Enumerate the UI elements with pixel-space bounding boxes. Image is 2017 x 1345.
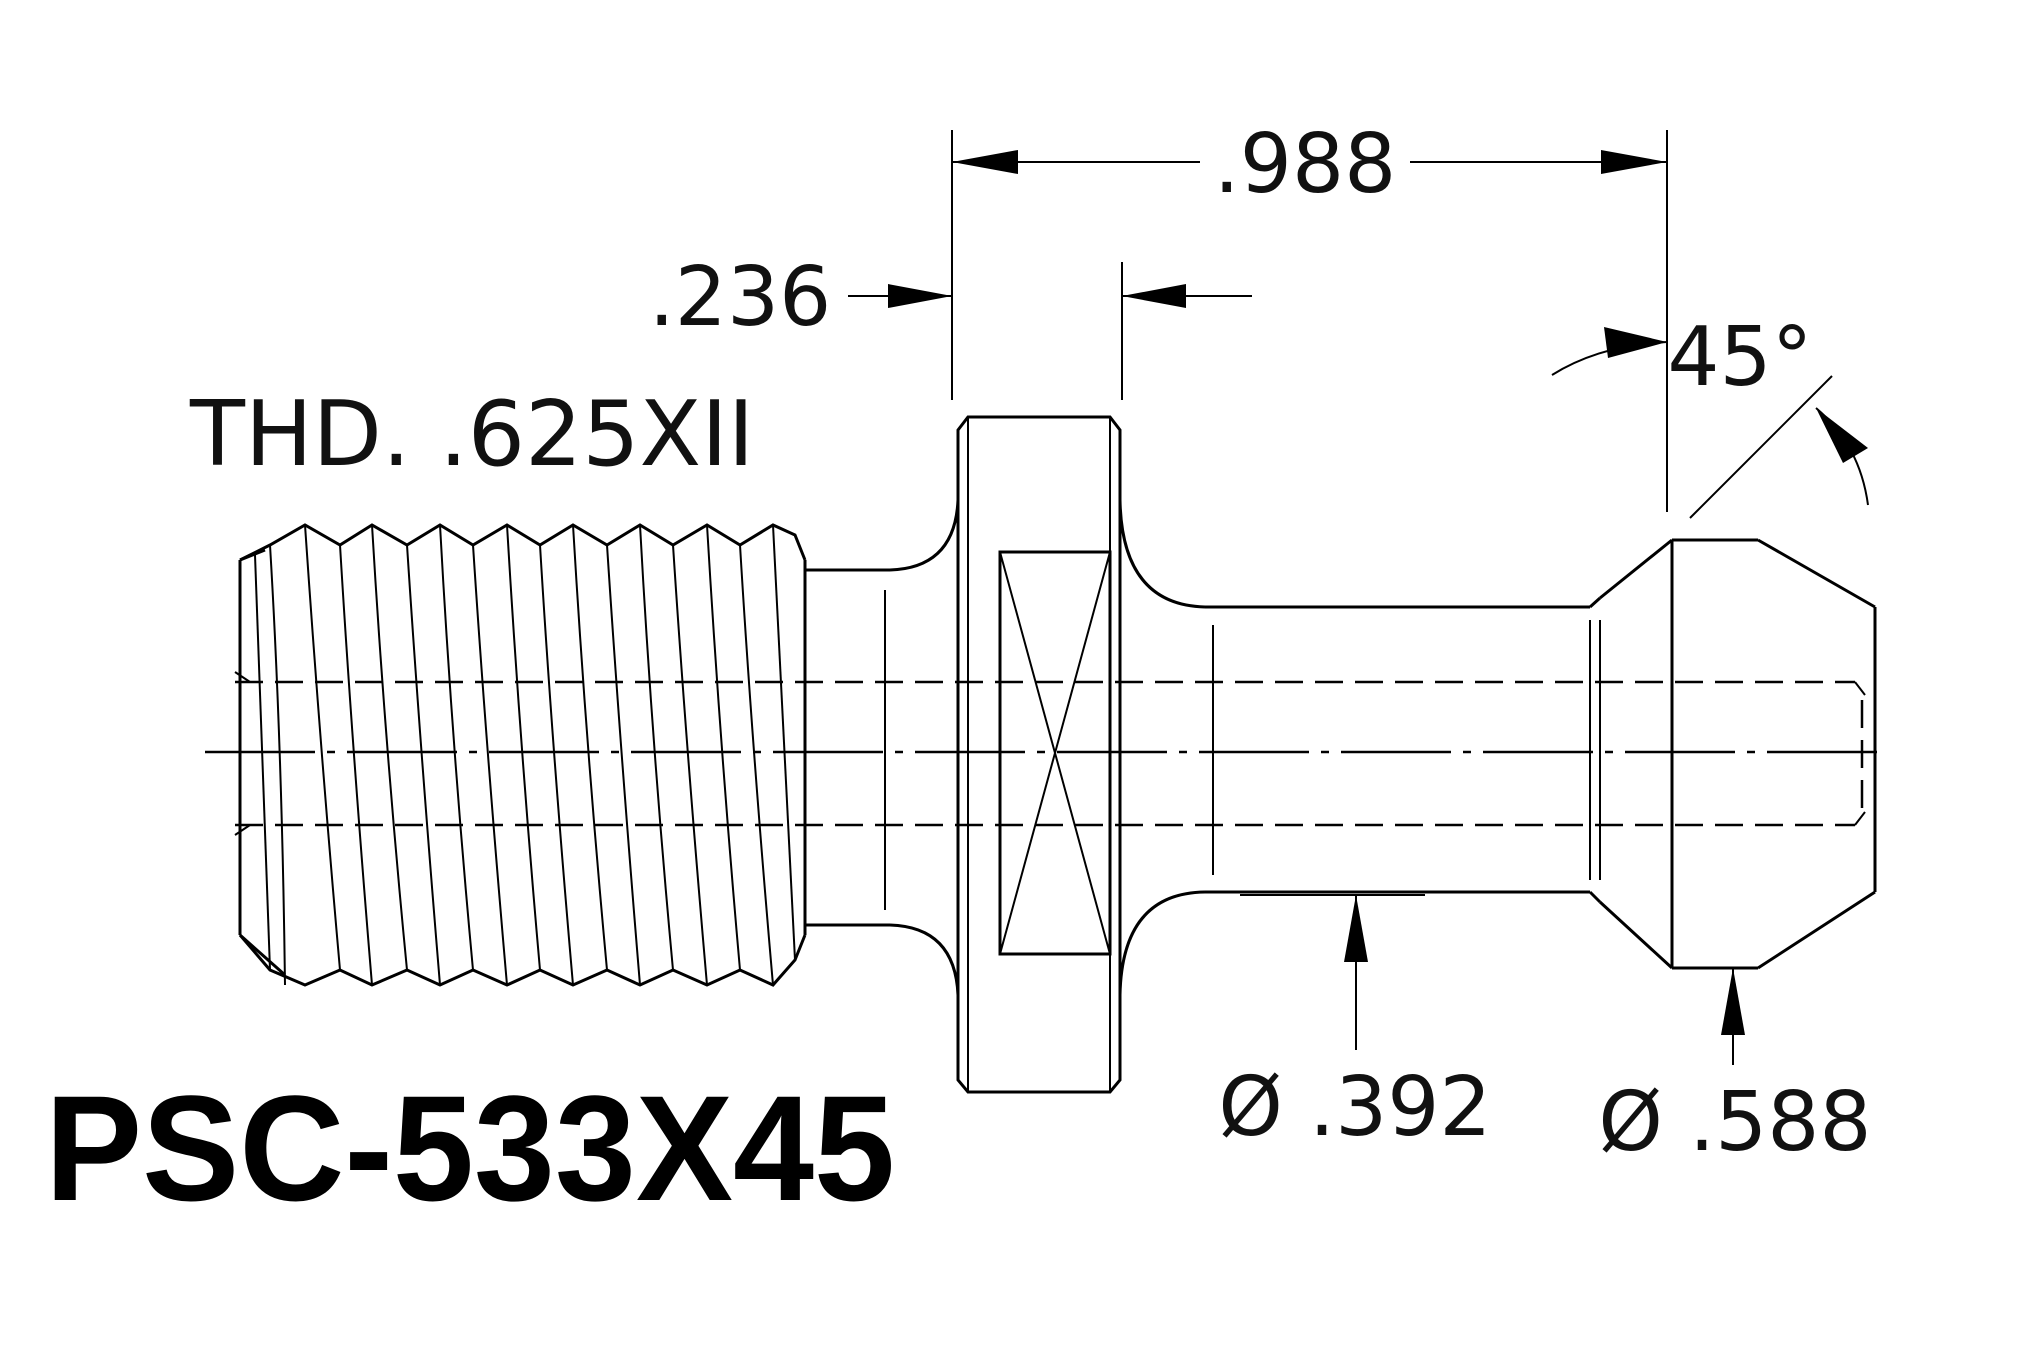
neck <box>1118 499 1602 996</box>
dim-angle: 45° <box>1551 310 1869 519</box>
dim-neck-diameter-value: Ø .392 <box>1218 1060 1491 1155</box>
head <box>1598 538 1877 970</box>
flange <box>956 415 1122 1094</box>
thread-callout: THD. .625XII <box>189 382 754 487</box>
dim-angle-value: 45° <box>1667 310 1812 405</box>
thread-section <box>238 523 807 987</box>
dim-overall-length: .988 <box>951 117 1668 512</box>
dim-head-diameter-value: Ø .588 <box>1598 1075 1871 1170</box>
thread-profile-top <box>239 523 807 562</box>
dim-neck-diameter: Ø .392 <box>1218 894 1492 1155</box>
dim-flange-thickness: .236 <box>649 250 1252 400</box>
dim-overall-length-value: .988 <box>1214 117 1397 212</box>
thread-crests <box>254 524 796 986</box>
dim-flange-thickness-value: .236 <box>649 250 832 345</box>
thread-profile-bottom <box>238 934 807 987</box>
hidden-bore <box>234 671 1866 836</box>
part-number: PSC-533X45 <box>45 1064 895 1232</box>
thread-relief <box>805 499 960 996</box>
dim-head-diameter: Ø .588 <box>1598 968 1872 1170</box>
